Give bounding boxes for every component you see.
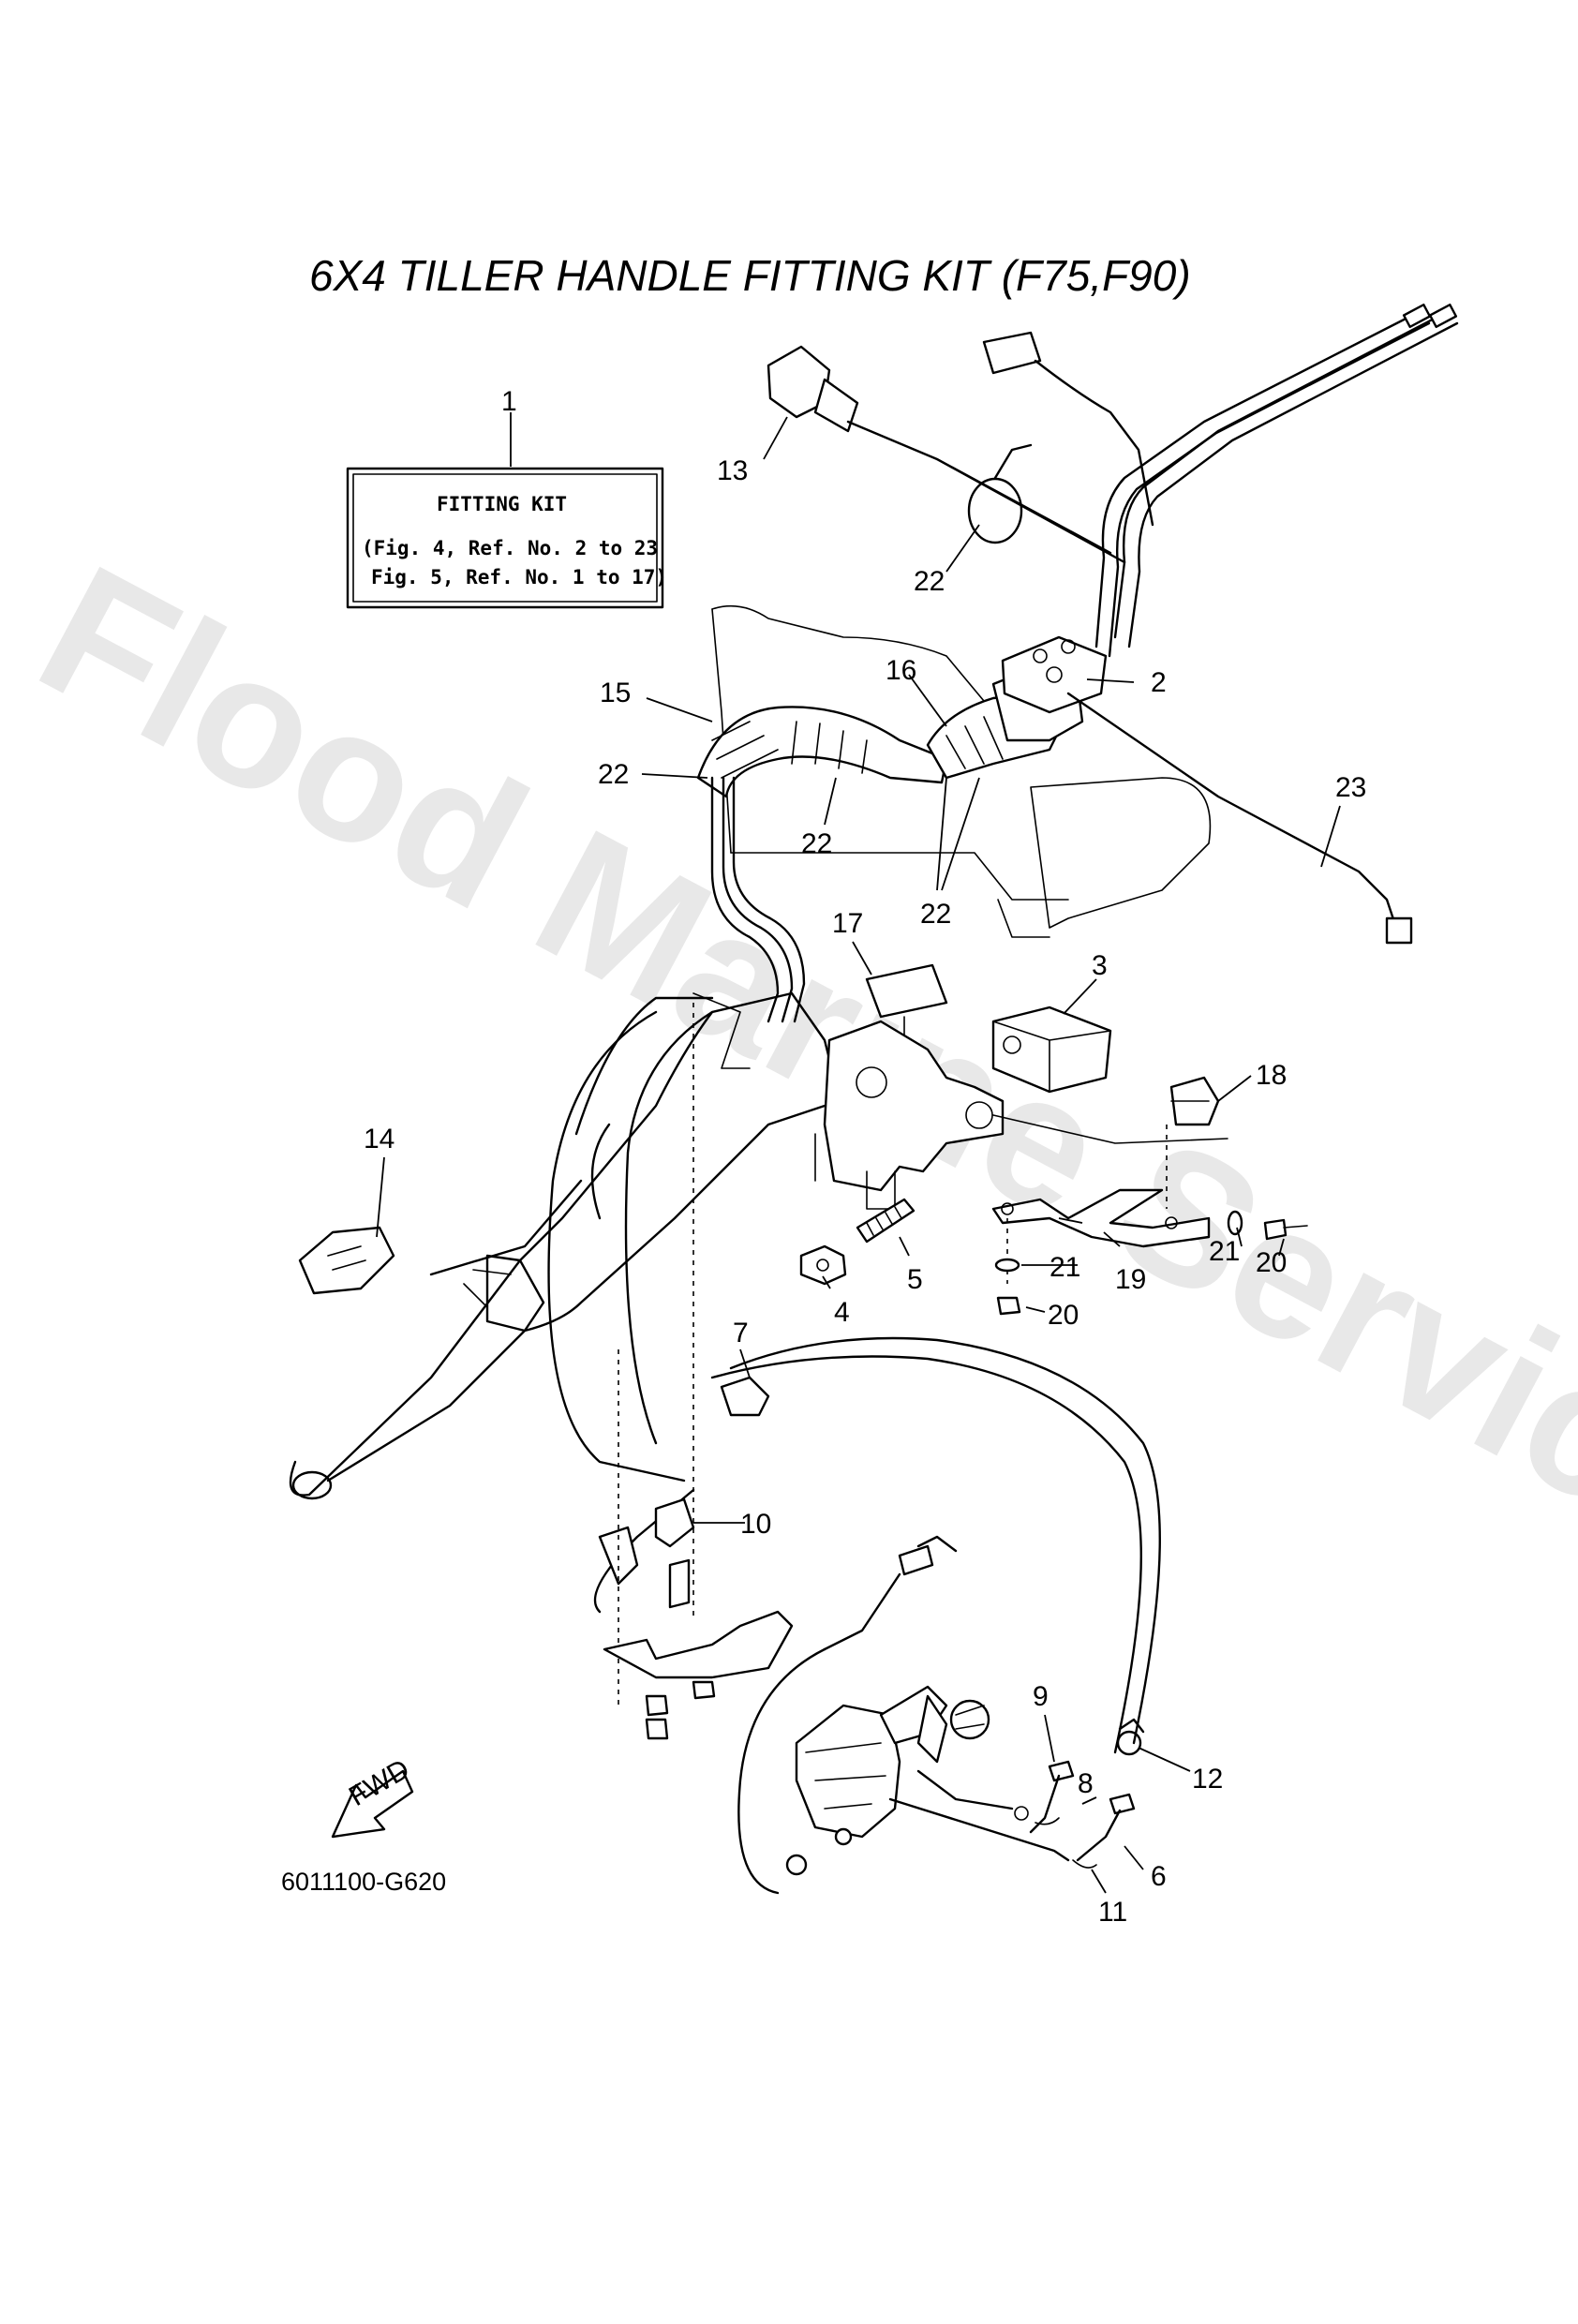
cable-end-6 — [1076, 1793, 1136, 1862]
callout-22-right: 22 — [920, 899, 951, 930]
callout-19: 19 — [1115, 1264, 1146, 1295]
connector-13 — [767, 345, 1126, 564]
kit-box-heading: FITTING KIT — [437, 493, 567, 515]
control-cables — [1094, 303, 1459, 658]
kit-box-line1: (Fig. 4, Ref. No. 2 to 23 — [362, 537, 658, 559]
cowling-outline — [711, 604, 1212, 938]
callout-16: 16 — [886, 655, 916, 686]
callout-22-top: 22 — [914, 566, 945, 597]
fitting-kit-box: FITTING KIT (Fig. 4, Ref. No. 2 to 23 Fi… — [346, 467, 667, 609]
connector-top — [982, 331, 1154, 527]
kit-box-line2: Fig. 5, Ref. No. 1 to 17) — [371, 566, 667, 588]
cable-end-9 — [1014, 1760, 1075, 1834]
cable-23 — [1066, 692, 1413, 945]
clamp-7 — [720, 1376, 770, 1417]
watermark: Flood Marine Services — [9, 526, 1578, 1645]
callout-22-left: 22 — [598, 759, 629, 790]
leader-lines — [376, 412, 1341, 1894]
callout-13: 13 — [717, 455, 748, 486]
callout-12: 12 — [1192, 1764, 1223, 1795]
callout-20-right: 20 — [1256, 1247, 1287, 1278]
callout-9: 9 — [1033, 1681, 1049, 1712]
bolt-20-right — [1227, 1210, 1308, 1241]
callout-7: 7 — [733, 1318, 749, 1348]
steering-bracket — [814, 1020, 1005, 1210]
callout-21-lower: 21 — [1050, 1252, 1080, 1283]
callout-21-right: 21 — [1209, 1236, 1240, 1267]
nut-4 — [799, 1244, 847, 1286]
bolt-20-lower — [994, 1258, 1021, 1316]
harness-left — [692, 776, 806, 1069]
block-3 — [991, 1006, 1112, 1094]
callout-8: 8 — [1078, 1768, 1094, 1799]
cable-grommet-15 — [696, 706, 948, 798]
callout-22-center: 22 — [801, 828, 832, 859]
bracket-19 — [991, 1114, 1228, 1284]
clamp-18 — [1169, 1076, 1220, 1126]
callout-1: 1 — [501, 386, 517, 417]
callout-23: 23 — [1335, 772, 1366, 803]
actuator-assembly — [737, 1535, 1070, 1895]
clip-14 — [298, 1226, 395, 1295]
callout-4: 4 — [834, 1297, 850, 1328]
diagram-title: 6X4 TILLER HANDLE FITTING KIT (F75,F90) — [309, 251, 1191, 300]
callout-5: 5 — [907, 1264, 923, 1295]
callout-11: 11 — [1098, 1897, 1127, 1928]
cable-band-top — [967, 443, 1033, 544]
cable-loop — [547, 1010, 1161, 1754]
callout-3: 3 — [1092, 950, 1108, 981]
callout-2: 2 — [1151, 667, 1167, 698]
callout-17: 17 — [832, 908, 863, 939]
stud-5 — [856, 1198, 916, 1244]
callout-10: 10 — [740, 1509, 771, 1540]
clip-11 — [1072, 1859, 1097, 1869]
cable-end-8 — [1035, 1817, 1060, 1825]
callout-18: 18 — [1256, 1060, 1287, 1091]
callouts: 1 2 3 4 5 6 7 8 9 10 11 12 13 14 15 16 1… — [364, 386, 1366, 1928]
clamp-10 — [598, 1003, 695, 1706]
watermark-text: Flood Marine Services — [9, 526, 1578, 1645]
fwd-arrow: FWD — [331, 1753, 415, 1839]
mount-plate — [603, 1558, 794, 1740]
callout-15: 15 — [600, 678, 631, 708]
callout-6: 6 — [1151, 1861, 1167, 1892]
diagram-code: 6011100-G620 — [281, 1868, 446, 1896]
clip-12 — [1116, 1718, 1145, 1756]
callout-14: 14 — [364, 1124, 394, 1155]
bracket-2 — [1001, 635, 1108, 714]
callout-20-lower: 20 — [1048, 1300, 1079, 1331]
